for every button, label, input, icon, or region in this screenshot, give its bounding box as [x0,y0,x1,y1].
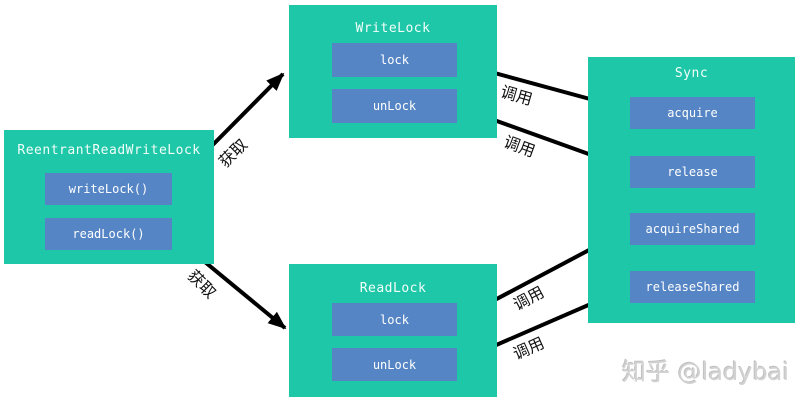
box-title: ReadLock [359,281,427,296]
method-lock: lock [332,303,457,336]
method-acquireshared: acquireShared [630,213,755,245]
edge-label-call-releaseshared: 调用 [510,333,548,364]
box-title: Sync [674,66,709,81]
box-readlock: ReadLock lock unLock [289,264,497,397]
box-title: WriteLock [355,21,431,36]
method-release: release [630,156,755,188]
method-unlock: unLock [332,348,457,381]
method-writelock: writeLock() [45,173,172,205]
edge-label-call-acquire: 调用 [498,81,535,109]
edge-label-acquire-write: 获取 [215,135,252,172]
edge-label-acquire-read: 获取 [183,266,220,303]
watermark-zhihu-ladybai: 知乎 @ladybai [622,358,790,386]
box-writelock: WriteLock lock unLock [289,5,497,138]
method-acquire: acquire [630,97,755,129]
box-sync: Sync acquire release acquireShared relea… [588,57,795,323]
method-unlock: unLock [332,89,457,123]
method-releaseshared: releaseShared [630,271,755,303]
box-title: ReentrantReadWriteLock [17,143,201,158]
edge-label-call-acquireshared: 调用 [510,282,548,315]
method-readlock: readLock() [45,218,172,250]
method-lock: lock [332,43,457,77]
edge-label-call-release: 调用 [501,132,538,161]
box-reentrantreadwritelock: ReentrantReadWriteLock writeLock() readL… [4,130,214,264]
